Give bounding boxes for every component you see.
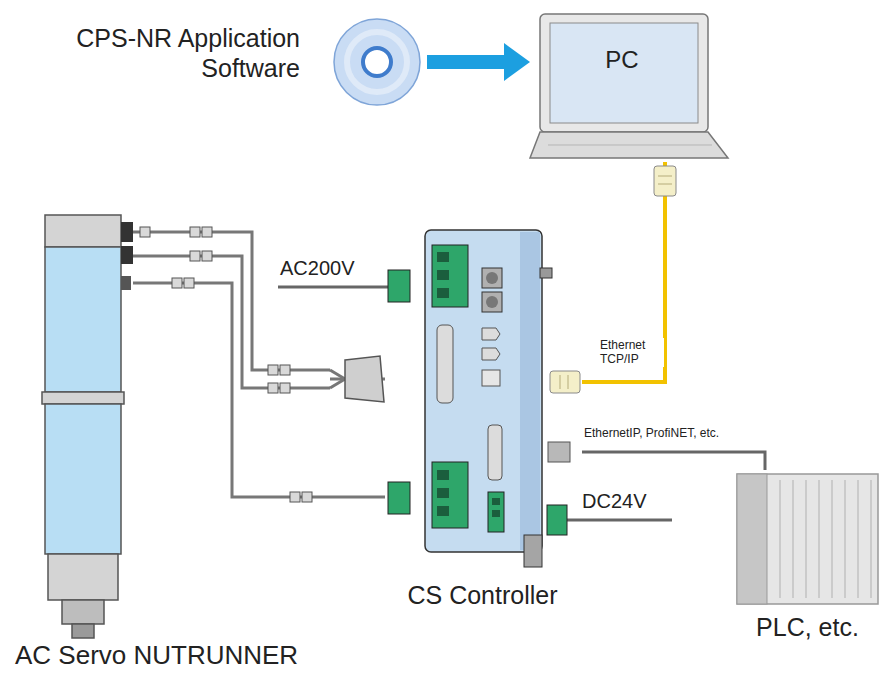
power-wire xyxy=(565,519,672,522)
link-label: Ethernet TCP/IP xyxy=(598,338,664,367)
ethernet-plug xyxy=(550,166,676,393)
plc-slot xyxy=(845,480,846,598)
software-disc xyxy=(334,19,420,105)
motor-cable xyxy=(133,283,330,497)
pc-laptop: PC xyxy=(530,12,730,162)
fieldbus-plug xyxy=(548,442,570,462)
node-label: AC Servo NUTRUNNER xyxy=(15,640,327,671)
plc-slot xyxy=(832,480,833,598)
cable-connector xyxy=(582,452,765,470)
cs-controller xyxy=(388,230,567,567)
node-label: CS Controller xyxy=(385,580,580,610)
disc-shine xyxy=(347,32,407,92)
plc-unit: PLC, etc. xyxy=(735,470,882,655)
supply-label: AC200V xyxy=(280,256,355,280)
laptop-screen xyxy=(550,23,698,123)
cable-connector xyxy=(582,162,665,382)
plc-slot xyxy=(780,480,781,598)
supply-label: DC24V xyxy=(582,489,646,513)
plc-slot xyxy=(793,480,794,598)
link-label: EthernetIP, ProfiNET, etc. xyxy=(582,426,721,440)
node-label: PC xyxy=(577,46,667,75)
plc-unit xyxy=(737,474,878,604)
node-label: PLC, etc. xyxy=(735,612,880,642)
power-wire xyxy=(278,286,392,289)
laptop-base xyxy=(530,132,728,158)
laptop-lid xyxy=(540,14,708,132)
install-arrow xyxy=(427,55,504,69)
plc-slot xyxy=(871,480,872,598)
dsub-connector xyxy=(345,356,384,402)
node-label: CPS-NR Application Software xyxy=(15,23,300,83)
servo-nutrunner: AC Servo NUTRUNNER xyxy=(12,210,330,676)
cable-connector xyxy=(330,496,385,499)
plc-slot xyxy=(858,480,859,598)
cs-controller: CS Controller xyxy=(385,224,582,616)
plc-slot xyxy=(806,480,807,598)
plc-slot xyxy=(819,480,820,598)
disc-hole xyxy=(363,48,391,76)
laptop-keys xyxy=(548,145,712,146)
servo-nutrunner xyxy=(42,215,133,638)
software-disc: CPS-NR Application Software xyxy=(15,15,427,113)
